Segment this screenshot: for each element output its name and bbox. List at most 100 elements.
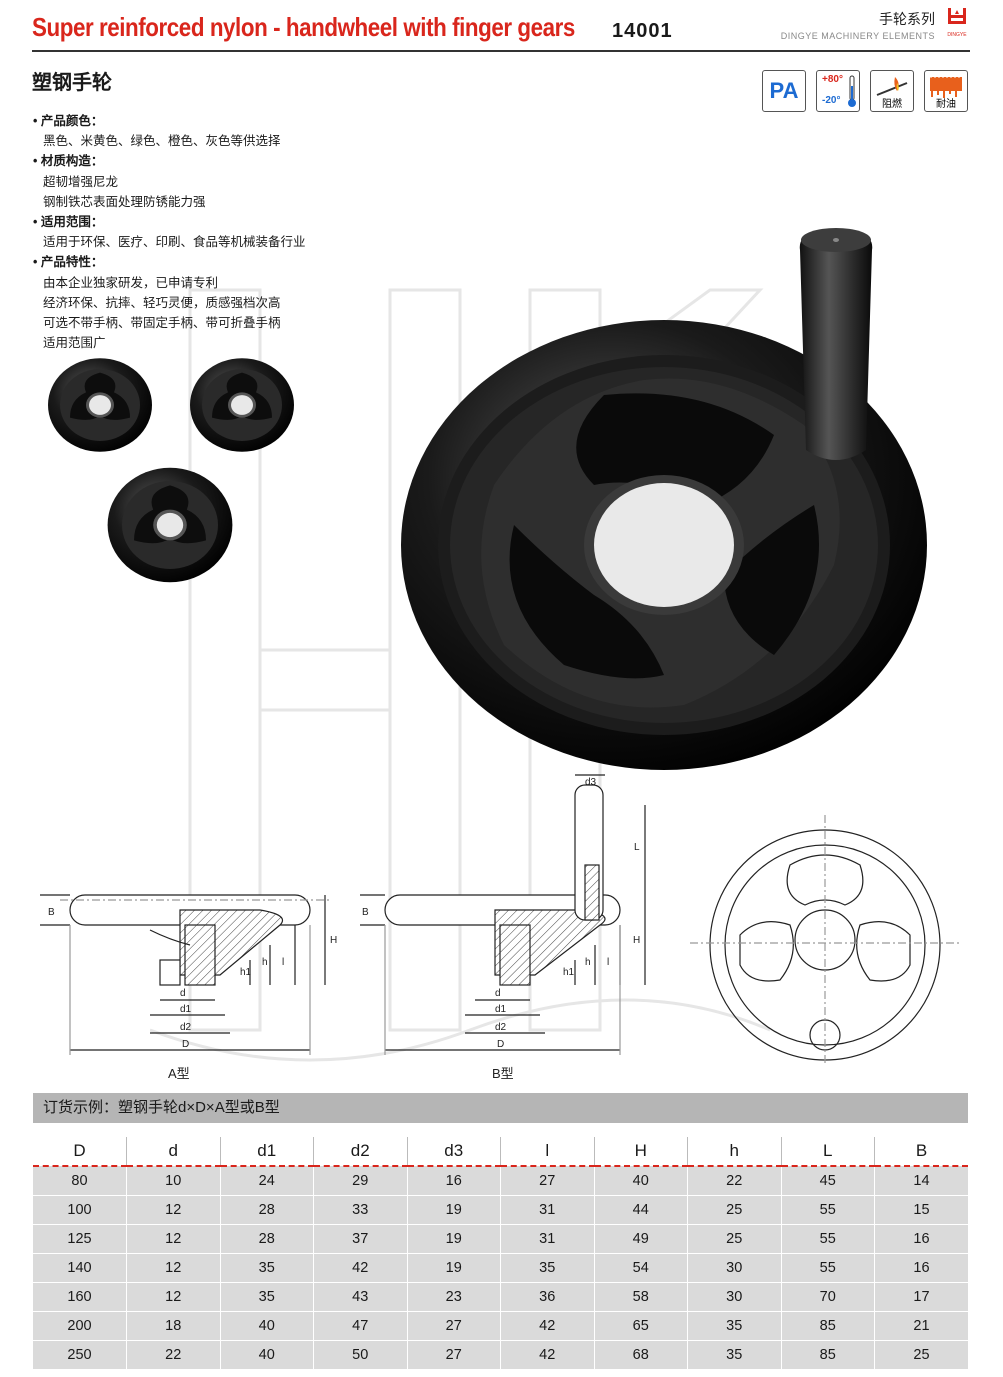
spec-heading: 材质构造：	[33, 151, 306, 171]
table-cell: 55	[780, 1195, 875, 1225]
column-header: d	[126, 1137, 220, 1167]
column-header: d3	[406, 1137, 501, 1167]
drawing-type-b	[360, 774, 646, 1055]
table-cell: 22	[687, 1165, 781, 1196]
dim-label: d1	[495, 1004, 507, 1015]
table-cell: 85	[780, 1311, 875, 1341]
table-cell: 12	[126, 1282, 220, 1312]
handle-photo	[799, 228, 873, 460]
table-cell: 19	[406, 1195, 501, 1225]
table-cell: 160	[33, 1282, 127, 1312]
small-wheel-photo	[107, 467, 233, 583]
table-cell: 19	[406, 1224, 501, 1254]
oil-resistant-badge: 耐油	[924, 70, 968, 112]
product-subtitle: 塑钢手轮	[32, 72, 112, 94]
table-cell: 55	[780, 1253, 875, 1283]
dim-label: d	[495, 988, 501, 999]
table-cell: 25	[687, 1224, 781, 1254]
spec-item: 黑色、米黄色、绿色、橙色、灰色等供选择	[43, 134, 281, 149]
dim-label: D	[497, 1039, 504, 1050]
table-cell: 55	[780, 1224, 875, 1254]
table-cell: 21	[874, 1311, 968, 1341]
temp-low: -20°	[822, 95, 841, 106]
type-a-label: A型	[168, 1066, 190, 1081]
table-cell: 12	[126, 1195, 220, 1225]
table-cell: 14	[874, 1165, 968, 1196]
technical-drawings: B H l h h1 d d1 d2 D B H L l h h1 d d1 d…	[40, 774, 960, 1081]
table-cell: 42	[500, 1340, 594, 1369]
material-badge: PA	[762, 70, 806, 112]
dim-label: h	[262, 957, 268, 968]
table-cell: 12	[126, 1253, 220, 1283]
dim-label: h1	[563, 967, 575, 978]
table-cell: 35	[219, 1253, 314, 1283]
table-cell: 31	[500, 1224, 594, 1254]
table-cell: 65	[593, 1311, 688, 1341]
page-title: Super reinforced nylon - handwheel with …	[32, 12, 575, 42]
column-header: L	[780, 1137, 875, 1167]
table-cell: 29	[313, 1165, 407, 1196]
flame-icon	[876, 77, 908, 96]
dim-label: H	[330, 935, 337, 946]
table-cell: 12	[126, 1224, 220, 1254]
table-cell: 22	[126, 1340, 220, 1369]
table-cell: 19	[406, 1253, 501, 1283]
table-cell: 35	[687, 1340, 781, 1369]
dim-label: D	[182, 1039, 189, 1050]
table-cell: 30	[687, 1253, 781, 1283]
table-cell: 47	[313, 1311, 407, 1341]
table-cell: 35	[500, 1253, 594, 1283]
dim-label: B	[362, 907, 369, 918]
table-cell: 33	[313, 1195, 407, 1225]
table-cell: 35	[687, 1311, 781, 1341]
table-cell: 35	[219, 1282, 314, 1312]
spec-item: 由本企业独家研发，已申请专利	[43, 275, 219, 290]
type-b-label: B型	[492, 1066, 514, 1081]
table-cell: 27	[406, 1340, 501, 1369]
table-cell: 31	[500, 1195, 594, 1225]
dim-label: h	[585, 957, 591, 968]
spec-heading: 产品颜色：	[33, 111, 306, 131]
table-cell: 70	[780, 1282, 875, 1312]
table-cell: 15	[874, 1195, 968, 1225]
small-wheel-photo	[48, 358, 152, 452]
table-cell: 28	[219, 1195, 314, 1225]
table-cell: 40	[593, 1165, 688, 1196]
table-cell: 27	[406, 1311, 501, 1341]
spec-item: 适用于环保、医疗、印刷、食品等机械装备行业	[43, 235, 306, 250]
table-cell: 17	[874, 1282, 968, 1312]
temperature-badge: +80° -20°	[816, 70, 860, 112]
large-wheel-photo	[401, 320, 927, 770]
table-cell: 36	[500, 1282, 594, 1312]
dim-label: H	[633, 935, 640, 946]
dim-label: l	[607, 957, 609, 968]
table-cell: 44	[593, 1195, 688, 1225]
table-cell: 43	[313, 1282, 407, 1312]
table-cell: 54	[593, 1253, 688, 1283]
spec-heading: 产品特性：	[33, 252, 306, 272]
dim-label: d	[180, 988, 186, 999]
order-example: 订货示例：塑钢手轮d×D×A型或B型	[33, 1093, 968, 1123]
table-cell: 49	[593, 1224, 688, 1254]
table-cell: 25	[874, 1340, 968, 1369]
spec-item: 超韧增强尼龙	[43, 174, 119, 189]
oil-label: 耐油	[936, 99, 956, 110]
table-cell: 250	[33, 1340, 127, 1369]
table-cell: 10	[126, 1165, 220, 1196]
column-header: H	[593, 1137, 688, 1167]
column-header: d2	[313, 1137, 407, 1167]
spec-item: 钢制铁芯表面处理防锈能力强	[43, 194, 206, 209]
table-cell: 42	[500, 1311, 594, 1341]
table-cell: 37	[313, 1224, 407, 1254]
drawing-type-a	[40, 894, 330, 1055]
table-cell: 45	[780, 1165, 875, 1196]
dim-label: d1	[180, 1004, 192, 1015]
feature-badges: PA +80° -20° 阻燃 耐油	[762, 70, 968, 112]
